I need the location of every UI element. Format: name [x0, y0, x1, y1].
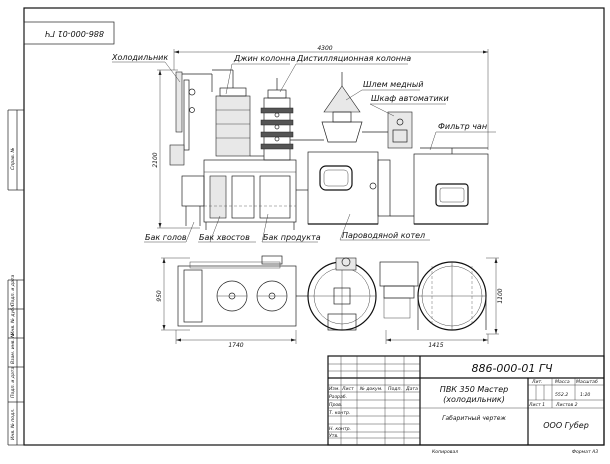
col-header-list: Лист [341, 386, 354, 392]
label-control-cabinet: Шкаф автоматики [371, 94, 449, 103]
col-header-izm: Изм. [329, 386, 340, 392]
strip-label-vzam-inv: Взам. инв. № [10, 333, 16, 364]
dim-plan-width: 950 [156, 290, 163, 302]
left-strip: Инв. № подл. Подп. и дата Взам. инв. № И… [7, 109, 24, 446]
footer-copied: Копировал [432, 449, 458, 455]
label-distillation-column: Дистилляционная колонна [296, 54, 411, 63]
mass-label: Масса [555, 379, 570, 385]
role-prov: Пров. [329, 402, 342, 408]
role-utv: Утв. [329, 433, 339, 439]
drawing-frame [23, 7, 605, 446]
label-head-tank: Бак голов [145, 233, 187, 242]
rotated-drawing-code: 886-000-01 ГЧ [45, 29, 104, 38]
product-name-2: (холодильник) [443, 395, 505, 404]
label-steam-boiler: Пароводяной котел [342, 231, 425, 240]
sheet-label: Лист 1 [528, 402, 545, 408]
mass-value: 552.2 [555, 392, 568, 398]
strip-label-inv-podl: Инв. № подл. [10, 408, 16, 440]
label-copper-helmet: Шлем медный [363, 80, 423, 89]
strip-label-inv-dubl: Инв. № дубл. [10, 304, 16, 335]
sheets-label: Листов 2 [555, 402, 578, 408]
label-gin-column: Джин колонна [233, 54, 296, 63]
role-razrab: Разраб. [329, 394, 347, 400]
role-t-kontr: Т. контр. [329, 410, 350, 416]
dim-plan-depth-right: 1100 [497, 288, 504, 303]
col-header-podp: Подп. [388, 386, 402, 392]
scale-label: Масштаб [576, 379, 598, 385]
strip-label-podp-data-2: Подп. и дата [10, 275, 16, 306]
label-vat-filter: Фильтр чан [438, 122, 487, 131]
dim-left-length: 1740 [228, 342, 243, 349]
label-tail-tank: Бак хвостов [199, 233, 250, 242]
scale-value: 1:20 [580, 392, 590, 398]
footer-format: Формат А3 [572, 449, 598, 455]
strip-label-podp-data-1: Подп. и дата [10, 367, 16, 398]
doc-type: Габаритный чертеж [442, 415, 506, 422]
product-name-1: ПВК 350 Мастер [440, 385, 508, 394]
label-product-tank: Бак продукта [263, 233, 321, 242]
company-name: ООО Губер [543, 421, 589, 430]
col-header-date: Дата [405, 386, 418, 392]
lit-label: Лит. [531, 379, 543, 385]
title-block: 886-000-01 ГЧ Изм. Лист № докум. Подп. Д… [327, 355, 605, 446]
strip-label-sprav: Справ. № [10, 147, 16, 170]
plan-view: 950 1100 1740 1415 [156, 255, 504, 349]
col-header-doc: № докум. [359, 386, 383, 392]
label-condenser: Холодильник [111, 53, 168, 62]
role-n-kontr: Н. контр. [329, 426, 351, 432]
rotated-code-box: 886-000-01 ГЧ [23, 21, 115, 45]
front-view: 4300 2100 [152, 45, 489, 230]
dim-overall-length: 4300 [317, 45, 332, 52]
drawing-code: 886-000-01 ГЧ [471, 362, 553, 375]
dim-height: 2100 [152, 152, 159, 167]
front-labels: Холодильник Джин колонна Дистилляционная… [111, 53, 496, 243]
dim-right-length: 1415 [428, 342, 443, 349]
